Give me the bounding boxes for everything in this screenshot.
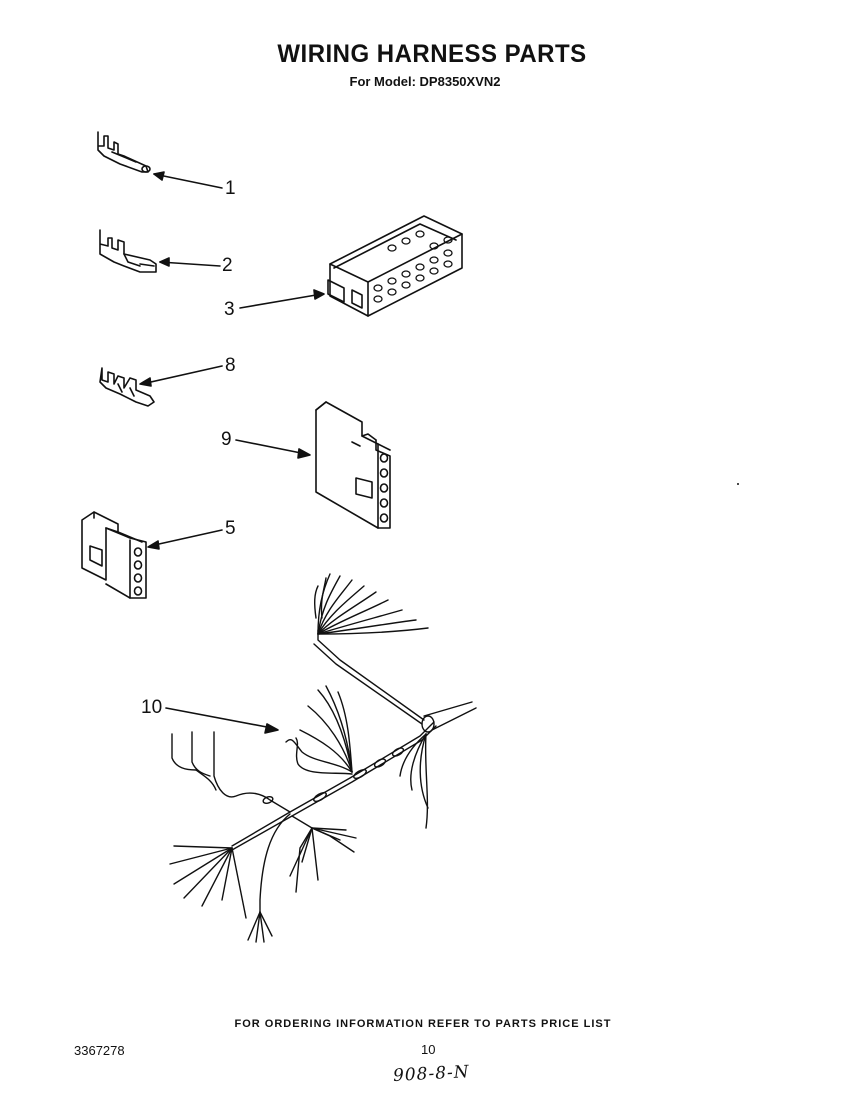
wiring-harness-icon bbox=[169, 573, 477, 943]
leader-line-9 bbox=[235, 439, 311, 459]
leader-line-1 bbox=[153, 171, 223, 189]
stray-mark bbox=[737, 483, 739, 485]
four-pin-connector-housing-icon bbox=[81, 511, 147, 599]
handwritten-note: 908-8-N bbox=[392, 1062, 471, 1086]
leader-line-5 bbox=[147, 529, 223, 550]
leader-line-8 bbox=[139, 365, 223, 387]
leader-line-2 bbox=[159, 257, 221, 267]
terminal-clip-icon bbox=[99, 367, 155, 407]
callout-1: 1 bbox=[225, 178, 236, 199]
page-title: WIRING HARNESS PARTS bbox=[277, 40, 587, 68]
callout-3: 3 bbox=[224, 299, 235, 320]
leader-line-10 bbox=[165, 707, 279, 734]
callout-10: 10 bbox=[141, 697, 163, 718]
page-number: 10 bbox=[421, 1042, 436, 1057]
callout-2: 2 bbox=[222, 255, 233, 276]
multi-pin-connector-block-icon bbox=[327, 215, 463, 317]
five-pin-connector-housing-icon bbox=[315, 401, 391, 529]
leader-line-3 bbox=[239, 289, 325, 309]
callout-5: 5 bbox=[225, 518, 236, 539]
terminal-blade-icon bbox=[99, 229, 157, 273]
ordering-note: FOR ORDERING INFORMATION REFER TO PARTS … bbox=[234, 1018, 612, 1030]
terminal-pin-icon bbox=[97, 131, 151, 173]
document-number: 3367278 bbox=[74, 1043, 125, 1058]
callout-8: 8 bbox=[225, 355, 236, 376]
model-subtitle: For Model: DP8350XVN2 bbox=[349, 74, 501, 89]
callout-9: 9 bbox=[221, 429, 232, 450]
